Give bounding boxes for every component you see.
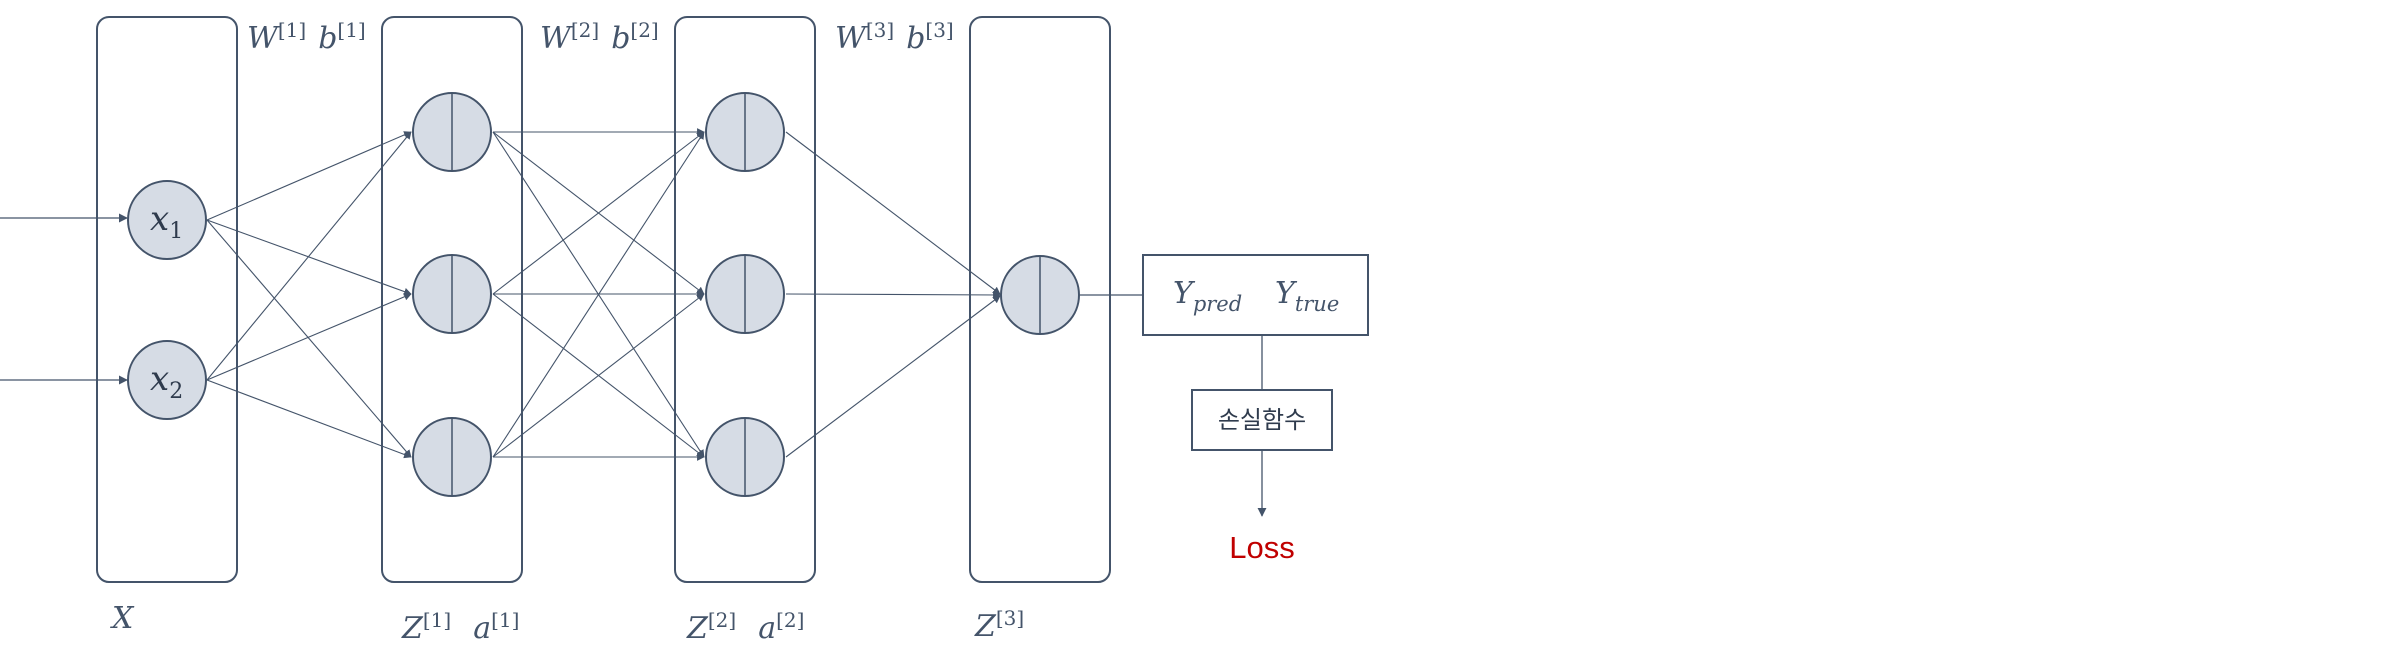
connections-hidden2-to-output	[785, 131, 1001, 458]
hidden1-layer-label: Z[1]a[1]	[401, 608, 519, 646]
output-neuron	[1000, 255, 1080, 335]
hidden2-neurons	[705, 92, 785, 497]
y-true-label: Ytrue	[1275, 276, 1339, 316]
weight-label-2: W[2]b[2]	[540, 18, 659, 56]
hidden2-layer-label: Z[2]a[2]	[686, 608, 804, 646]
hidden1-neurons	[412, 92, 492, 497]
weight-label-3: W[3]b[3]	[835, 18, 954, 56]
connections-hidden1-to-hidden2	[492, 128, 705, 461]
prediction-box	[1142, 254, 1369, 336]
input-node-2: x2	[127, 340, 207, 420]
input-node-1: x1	[127, 180, 207, 260]
loss-label: Loss	[1229, 530, 1294, 565]
svg-text:x2: x2	[150, 359, 183, 404]
loss-function-label: 손실함수	[1218, 406, 1306, 434]
y-pred-label: Ypred	[1173, 276, 1242, 316]
output-layer-label: Z[3]	[974, 606, 1024, 644]
input-layer-box	[96, 16, 238, 583]
loss-function-box	[1191, 389, 1333, 451]
connections-input-to-hidden1	[206, 131, 412, 459]
svg-text:x1: x1	[150, 199, 183, 244]
input-layer-label: X	[110, 601, 135, 636]
weight-label-1: W[1]b[1]	[247, 18, 366, 56]
